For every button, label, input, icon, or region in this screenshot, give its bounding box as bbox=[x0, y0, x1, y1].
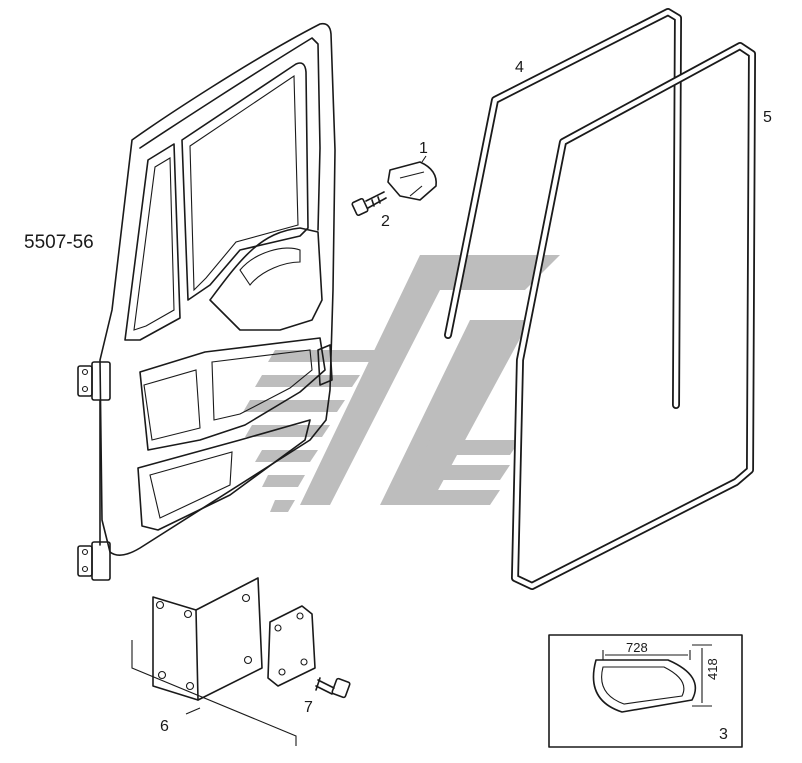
door-assembly bbox=[77, 22, 336, 581]
callout-3: 3 bbox=[719, 726, 728, 743]
door-window-opening bbox=[181, 62, 309, 301]
inset-oval-inner bbox=[601, 666, 685, 705]
door-outer-frame bbox=[99, 22, 336, 556]
inset-oval-outer bbox=[592, 659, 697, 713]
callout-6: 6 bbox=[160, 718, 169, 735]
part-4-window-seal bbox=[444, 8, 682, 409]
door-quarter-window bbox=[124, 143, 181, 341]
inset-frame bbox=[548, 634, 743, 748]
door-handle-recess bbox=[239, 247, 301, 286]
leader-1 bbox=[421, 155, 427, 163]
door-trim-recess-middle bbox=[139, 337, 326, 451]
part-1-cover-detail bbox=[399, 171, 425, 197]
part-6-bracket bbox=[152, 577, 263, 701]
callout-7: 7 bbox=[304, 699, 313, 716]
diagram-code-label: 5507-56 bbox=[24, 232, 94, 253]
door-trim-recess-upper bbox=[209, 227, 323, 331]
watermark-logo bbox=[243, 255, 560, 512]
door-quarter-window-inner bbox=[133, 157, 175, 331]
callout-5: 5 bbox=[763, 109, 772, 126]
part-5-glass-seal bbox=[511, 42, 756, 590]
door-window-inner-edge bbox=[189, 74, 299, 292]
callout-1: 1 bbox=[419, 140, 428, 157]
inset-width-dim bbox=[602, 650, 691, 660]
door-lock-notch bbox=[317, 344, 333, 386]
inset-height-dim bbox=[692, 644, 712, 707]
door-hinge-lower bbox=[77, 541, 111, 581]
inset-width-label: 728 bbox=[626, 640, 648, 655]
door-pocket-left bbox=[143, 369, 201, 441]
inset-part-3 bbox=[548, 634, 743, 748]
callout-4: 4 bbox=[515, 59, 524, 76]
group-bracket-6 bbox=[131, 640, 297, 746]
door-pocket-right bbox=[211, 349, 313, 421]
door-lower-pocket bbox=[149, 451, 233, 519]
callout-2: 2 bbox=[381, 213, 390, 230]
inset-height-label: 418 bbox=[705, 658, 720, 680]
door-inner-frame bbox=[139, 37, 321, 231]
part-1-cover bbox=[387, 161, 437, 201]
door-lower-panel bbox=[137, 419, 311, 531]
door-hinge-upper bbox=[77, 361, 111, 401]
part-7-plate-bolt bbox=[267, 605, 351, 699]
part-2-screw bbox=[351, 191, 387, 217]
